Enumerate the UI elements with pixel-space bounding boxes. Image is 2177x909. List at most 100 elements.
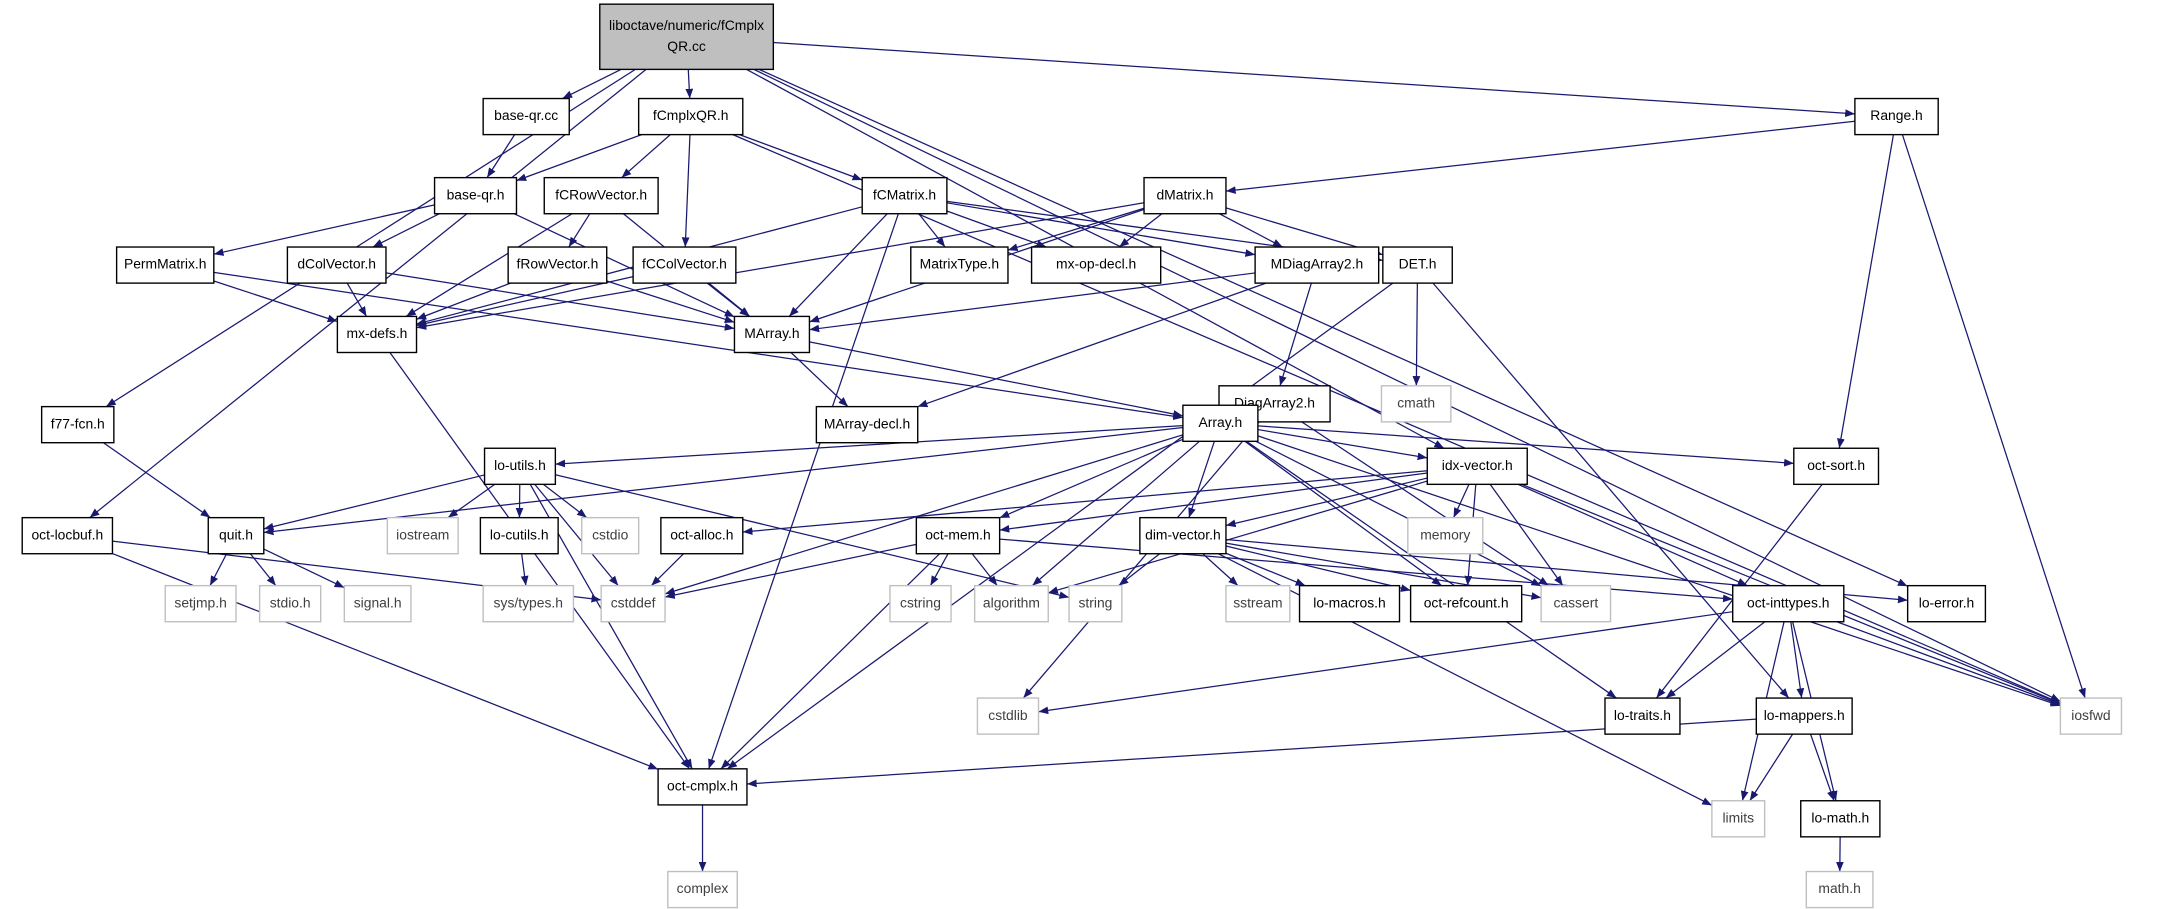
node-label: base-qr.cc [494,107,558,123]
node-base-qr-cc[interactable]: base-qr.cc [482,97,570,136]
node-box [286,246,387,284]
node-matrixtype-h[interactable]: MatrixType.h [910,246,1009,284]
node-box [815,405,919,444]
edge-dmatrix-h-to-mx-op-decl-h [1118,213,1163,248]
edge-marray-h-to-marray-decl-h [790,352,849,408]
nodes-layer: liboctave/numeric/fCmplxQR.cc base-qr.cc f… [21,3,2123,909]
node-box [581,516,640,555]
node-box [1068,584,1123,623]
node-label: sys/types.h [494,594,563,610]
node-oct-mem-h[interactable]: oct-mem.h [915,516,1001,555]
edge-mx-defs-h-to-oct-cmplx-h [389,352,691,770]
node-mx-op-decl-h[interactable]: mx-op-decl.h [1030,246,1162,284]
edge-dmatrix-h-to-mdiagarray2-h [1218,213,1283,248]
edge-fcmatrix-h-to-oct-cmplx-h [708,213,899,770]
node-box [343,584,412,623]
node-box [889,584,952,623]
node-box [386,516,459,555]
node-base-qr-h[interactable]: base-qr.h [433,176,518,215]
node-box [1426,447,1528,486]
node-fcrowvector-h[interactable]: fCRowVector.h [543,176,659,215]
node-oct-inttypes-h[interactable]: oct-inttypes.h [1732,584,1845,623]
node-oct-locbuf-h[interactable]: oct-locbuf.h [21,516,114,555]
edge-oct-mem-h-to-oct-inttypes-h [999,538,1733,603]
edge-dcolvector-h-to-marray-h [385,272,735,331]
node-lo-error-h[interactable]: lo-error.h [1906,584,1987,623]
edge-diagarray2-h-to-cstdlib [1022,421,1260,699]
node-oct-refcount-h[interactable]: oct-refcount.h [1409,584,1523,623]
edge-base-qr-h-to-marray-h [513,213,735,318]
node-range-h[interactable]: Range.h [1854,97,1939,136]
node-label: fCColVector.h [642,256,727,272]
node-marray-h[interactable]: MArray.h [733,315,811,354]
node-fccolvector-h[interactable]: fCColVector.h [632,246,737,284]
node-cstdio: cstdio [581,516,640,555]
node-fcmplxqr-h[interactable]: fCmplxQR.h [637,97,744,136]
node-lo-math-h[interactable]: lo-math.h [1800,800,1881,838]
node-dim-vector-h[interactable]: dim-vector.h [1139,516,1227,555]
edge-mdiagarray2-h-to-marray-decl-h [917,282,1267,408]
edge-lo-utils-h-to-cstdio [543,483,588,519]
node-box [1382,246,1453,284]
node-box [482,584,575,623]
node-lo-cutils-h[interactable]: lo-cutils.h [479,516,559,555]
node-label: cstddef [611,594,656,610]
node-marray-decl-h[interactable]: MArray-decl.h [815,405,919,444]
node-label: MDiagArray2.h [1271,256,1364,272]
node-signal-h: signal.h [343,584,412,623]
node-idx-vector-h[interactable]: idx-vector.h [1426,447,1528,486]
edge-permmatrix-h-to-mx-defs-h [213,280,338,323]
edge-fcmplxqr-h-to-base-qr-h [516,134,642,182]
node-det-h[interactable]: DET.h [1382,246,1453,284]
node-label: complex [677,880,729,896]
edge-fcrowvector-h-to-frowvector-h [568,213,591,248]
node-algorithm: algorithm [973,584,1049,623]
edge-det-h-to-lo-mappers-h [1432,282,1790,699]
node-lo-mappers-h[interactable]: lo-mappers.h [1755,697,1853,735]
edge-root-to-range-h [773,41,1855,118]
edge-lo-utils-h-to-string [555,474,1070,599]
node-array-h[interactable]: Array.h [1182,404,1259,443]
node-lo-traits-h[interactable]: lo-traits.h [1604,697,1681,735]
node-box [1604,697,1681,735]
node-box [1906,584,1987,623]
node-mdiagarray2-h[interactable]: MDiagArray2.h [1254,246,1380,284]
node-dcolvector-h[interactable]: dColVector.h [286,246,387,284]
node-quit-h[interactable]: quit.h [207,516,265,555]
node-label: QR.cc [667,38,706,54]
node-lo-utils-h[interactable]: lo-utils.h [483,447,557,486]
node-oct-cmplx-h[interactable]: oct-cmplx.h [657,768,748,806]
node-box [1030,246,1162,284]
node-label: quit.h [219,526,253,542]
node-oct-alloc-h[interactable]: oct-alloc.h [660,516,744,555]
node-f77-fcn-h[interactable]: f77-fcn.h [40,405,115,444]
edge-idx-vector-h-to-algorithm [1048,480,1428,594]
node-stdio-h: stdio.h [258,584,322,623]
node-label: DET.h [1399,256,1437,272]
node-label: stdio.h [270,594,311,610]
node-box [21,516,114,555]
node-box [164,584,237,623]
node-box [1143,176,1227,215]
node-dmatrix-h[interactable]: dMatrix.h [1143,176,1227,215]
edge-quit-h-to-stdio-h [249,553,277,587]
node-label: limits [1722,809,1754,825]
node-label: lo-error.h [1919,594,1975,610]
node-root[interactable]: liboctave/numeric/fCmplxQR.cc [599,3,775,71]
edge-array-h-to-idx-vector-h [1257,428,1428,461]
node-frowvector-h[interactable]: fRowVector.h [507,246,608,284]
node-box [507,246,608,284]
node-label: dMatrix.h [1156,186,1213,202]
edge-dcolvector-h-to-mx-defs-h [346,282,368,317]
node-string: string [1068,584,1123,623]
node-oct-sort-h[interactable]: oct-sort.h [1793,447,1880,486]
node-permmatrix-h[interactable]: PermMatrix.h [115,246,215,284]
node-fcmatrix-h[interactable]: fCMatrix.h [861,176,948,215]
node-label: oct-refcount.h [1424,594,1509,610]
node-label: oct-inttypes.h [1747,594,1830,610]
node-label: idx-vector.h [1442,457,1513,473]
edge-array-h-to-iosfwd [1257,435,2061,707]
node-lo-macros-h[interactable]: lo-macros.h [1298,584,1401,623]
edge-oct-inttypes-h-to-cstdlib [1038,611,1733,715]
node-mx-defs-h[interactable]: mx-defs.h [336,315,418,354]
